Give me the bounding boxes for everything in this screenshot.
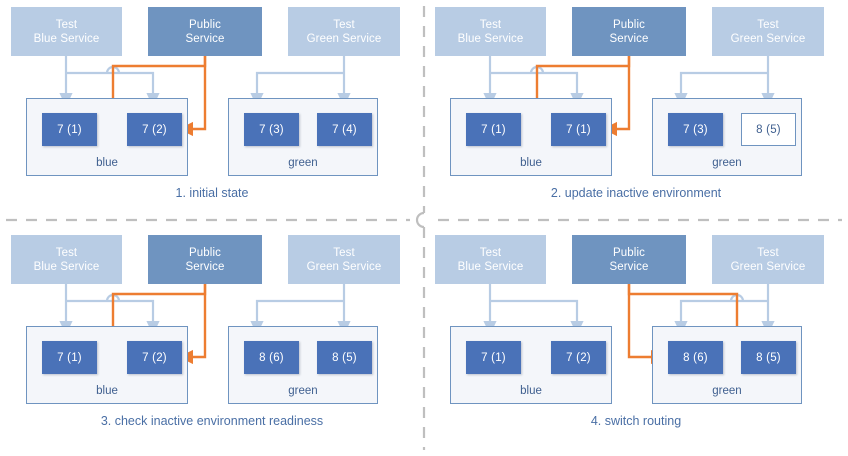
instance-box[interactable]: 7 (2) (127, 341, 182, 374)
panel-switch-routing: Test Blue Service Public Service Test Gr… (424, 228, 848, 456)
instance-box[interactable]: 7 (1) (42, 113, 97, 146)
arrow-testgreen-to-green-1 (250, 71, 344, 108)
environment-label: blue (96, 157, 118, 169)
service-test-blue[interactable]: Test Blue Service (435, 235, 546, 284)
environment-label: green (712, 385, 742, 397)
service-test-blue[interactable]: Test Blue Service (11, 235, 122, 284)
arrow-public-to-green-1 (627, 284, 666, 365)
service-public[interactable]: Public Service (572, 7, 686, 56)
environment-green[interactable]: 7 (3) 7 (4) green (228, 98, 378, 176)
service-test-green[interactable]: Test Green Service (712, 7, 824, 56)
panel-update-inactive: Test Blue Service Public Service Test Gr… (424, 0, 848, 228)
panel-caption: 3. check inactive environment readiness (100, 414, 324, 428)
environment-green[interactable]: 8 (6) 8 (5) green (652, 326, 802, 404)
instance-box[interactable]: 7 (3) (668, 113, 723, 146)
environment-label: blue (520, 157, 542, 169)
service-public[interactable]: Public Service (572, 235, 686, 284)
instance-box[interactable]: 7 (4) (317, 113, 372, 146)
instance-box[interactable]: 7 (2) (127, 113, 182, 146)
arrow-testblue-to-blue-2 (66, 71, 160, 108)
panel-initial-state: Test Blue Service Public Service Test Gr… (0, 0, 424, 228)
service-test-green[interactable]: Test Green Service (712, 235, 824, 284)
panel-caption: 2. update inactive environment (550, 186, 722, 200)
service-test-blue[interactable]: Test Blue Service (435, 7, 546, 56)
panel-caption: 1. initial state (175, 186, 249, 200)
environment-blue[interactable]: 7 (1) 7 (2) blue (26, 98, 188, 176)
arrow-testgreen-to-green-1 (250, 299, 344, 336)
instance-box[interactable]: 7 (1) (551, 113, 606, 146)
arrow-testgreen-to-green-1 (674, 299, 768, 336)
arrow-testgreen-to-green-1 (674, 71, 768, 108)
instance-box[interactable]: 7 (2) (551, 341, 606, 374)
environment-label: green (288, 157, 318, 169)
arrow-testblue-to-blue-2 (490, 71, 584, 108)
service-test-green[interactable]: Test Green Service (288, 235, 400, 284)
environment-label: green (288, 385, 318, 397)
instance-box[interactable]: 8 (6) (244, 341, 299, 374)
instance-box[interactable]: 8 (5) (741, 113, 796, 146)
instance-box[interactable]: 8 (5) (741, 341, 796, 374)
service-test-green[interactable]: Test Green Service (288, 7, 400, 56)
arrow-testblue-to-blue-2 (66, 299, 160, 336)
panel-check-readiness: Test Blue Service Public Service Test Gr… (0, 228, 424, 456)
instance-box[interactable]: 7 (1) (466, 113, 521, 146)
environment-label: green (712, 157, 742, 169)
arrow-public-to-blue-2 (178, 284, 207, 365)
environment-blue[interactable]: 7 (1) 7 (2) blue (26, 326, 188, 404)
environment-label: blue (96, 385, 118, 397)
environment-label: blue (520, 385, 542, 397)
arrow-public-to-blue-2 (178, 56, 207, 137)
service-public[interactable]: Public Service (148, 7, 262, 56)
environment-blue[interactable]: 7 (1) 7 (2) blue (450, 326, 612, 404)
environment-green[interactable]: 7 (3) 8 (5) green (652, 98, 802, 176)
instance-box[interactable]: 8 (5) (317, 341, 372, 374)
instance-box[interactable]: 7 (1) (466, 341, 521, 374)
instance-box[interactable]: 7 (3) (244, 113, 299, 146)
instance-box[interactable]: 8 (6) (668, 341, 723, 374)
service-public[interactable]: Public Service (148, 235, 262, 284)
environment-green[interactable]: 8 (6) 8 (5) green (228, 326, 378, 404)
service-test-blue[interactable]: Test Blue Service (11, 7, 122, 56)
arrow-testblue-to-blue-2 (490, 299, 584, 336)
environment-blue[interactable]: 7 (1) 7 (1) blue (450, 98, 612, 176)
instance-box[interactable]: 7 (1) (42, 341, 97, 374)
arrow-public-to-blue-2 (602, 56, 631, 137)
panel-caption: 4. switch routing (590, 414, 682, 428)
panel-2-connectors (483, 56, 775, 137)
